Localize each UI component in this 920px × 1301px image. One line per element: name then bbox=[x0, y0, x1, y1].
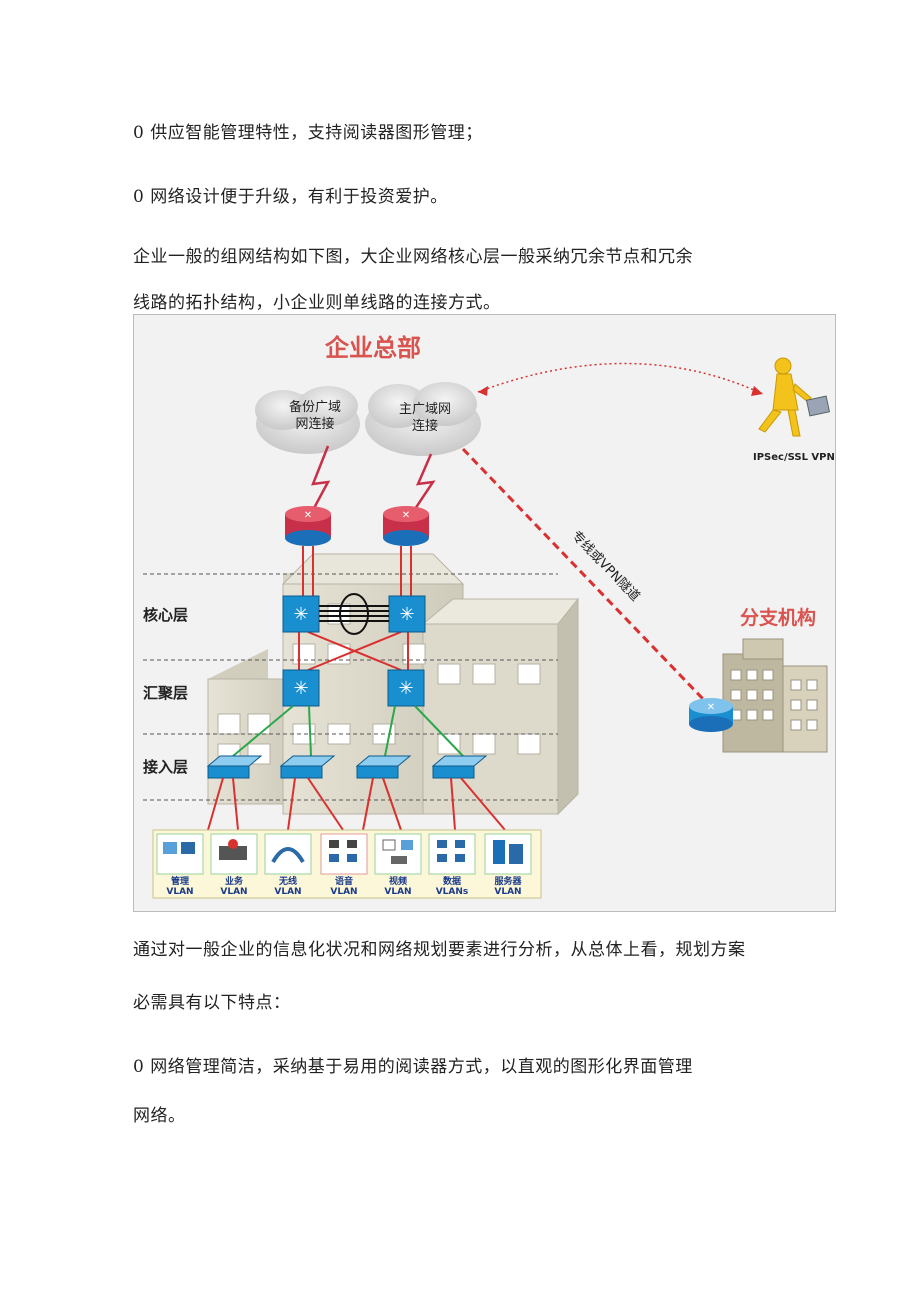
intro-paragraph-line2: 线路的拓扑结构，小企业则单线路的连接方式。 bbox=[133, 293, 501, 313]
aggregation-switch-right-icon: ✳ bbox=[387, 669, 425, 707]
main-wan-cloud-icon bbox=[365, 382, 481, 456]
vlan-mgmt-icon bbox=[156, 833, 204, 875]
remote-user-icon bbox=[758, 357, 812, 437]
intro-paragraph-line1: 企业一般的组网结构如下图，大企业网络核心层一般采纳冗余节点和冗余 bbox=[133, 247, 693, 267]
vlan-label-3-line1: 无线 bbox=[278, 875, 297, 887]
aggregation-switch-left-icon: ✳ bbox=[282, 669, 320, 707]
core-trunk-link bbox=[319, 593, 389, 635]
vlan-label-5-line1: 视频 bbox=[389, 875, 407, 887]
router-icon-right: ✕ bbox=[383, 506, 429, 546]
router-icon-left: ✕ bbox=[285, 506, 331, 546]
vlan-video-icon bbox=[374, 833, 422, 875]
hq-title: 企业总部 bbox=[325, 334, 421, 362]
vlan-label-5-line2: VLAN bbox=[384, 887, 411, 897]
network-topology-diagram: 企业总部 备份广域 网连接 主广域网 连接 ✕ ✕ bbox=[133, 314, 836, 912]
branch-title: 分支机构 bbox=[740, 606, 816, 629]
access-switch-icon-3 bbox=[355, 755, 412, 779]
bullet-simple-management-line1: 0 网络管理简洁，采纳基于易用的阅读器方式，以直观的图形化界面管理 bbox=[133, 1057, 693, 1077]
main-wan-label-2: 连接 bbox=[412, 418, 438, 434]
bullet-upgrade-design: 0 网络设计便于升级，有利于投资爱护。 bbox=[133, 187, 448, 207]
vlan-business-icon bbox=[210, 833, 258, 875]
vlan-label-1-line1: 管理 bbox=[171, 875, 189, 887]
svg-text:✳: ✳ bbox=[398, 678, 413, 699]
vlan-label-7-line1: 服务器 bbox=[494, 875, 522, 887]
branch-router-icon: ✕ bbox=[689, 698, 733, 732]
svg-text:✕: ✕ bbox=[707, 702, 715, 713]
svg-text:✳: ✳ bbox=[293, 678, 308, 699]
layer-label-access: 接入层 bbox=[143, 758, 188, 776]
analysis-paragraph-line2: 必需具有以下特点： bbox=[133, 993, 291, 1013]
vlan-wireless-icon bbox=[264, 833, 312, 875]
bullet-smart-management: 0 供应智能管理特性，支持阅读器图形管理； bbox=[133, 123, 483, 143]
access-switch-icon-4 bbox=[431, 755, 488, 779]
vlan-server-icon bbox=[484, 833, 532, 875]
backup-wan-label-2: 网连接 bbox=[295, 416, 334, 432]
vlan-data-icon bbox=[428, 833, 476, 875]
vlan-label-6-line1: 数据 bbox=[443, 875, 461, 887]
svg-text:✕: ✕ bbox=[304, 510, 312, 521]
svg-text:✳: ✳ bbox=[293, 604, 308, 625]
layer-label-core: 核心层 bbox=[143, 606, 188, 624]
tunnel-link bbox=[461, 447, 705, 701]
vlan-label-7-line2: VLAN bbox=[494, 887, 521, 897]
backup-wan-link bbox=[311, 445, 331, 511]
main-wan-label-1: 主广域网 bbox=[399, 402, 451, 417]
vlan-label-1-line2: VLAN bbox=[166, 887, 193, 897]
layer-label-aggregation: 汇聚层 bbox=[143, 684, 188, 702]
vlan-label-2-line2: VLAN bbox=[220, 887, 247, 897]
bullet-simple-management-line2: 网络。 bbox=[133, 1106, 186, 1126]
main-wan-link bbox=[411, 453, 436, 513]
vlan-label-4-line1: 语音 bbox=[335, 875, 353, 887]
access-switch-icon-1 bbox=[206, 755, 263, 779]
vlan-voice-icon bbox=[320, 833, 368, 875]
analysis-paragraph-line1: 通过对一般企业的信息化状况和网络规划要素进行分析，从总体上看，规划方案 bbox=[133, 940, 746, 960]
core-switch-right-icon: ✳ bbox=[388, 595, 426, 633]
briefcase-icon bbox=[805, 395, 831, 417]
core-switch-left-icon: ✳ bbox=[282, 595, 320, 633]
backup-wan-label-1: 备份广域 bbox=[289, 399, 341, 415]
vlan-label-4-line2: VLAN bbox=[330, 887, 357, 897]
vlan-label-3-line2: VLAN bbox=[274, 887, 301, 897]
backup-wan-cloud-icon bbox=[255, 386, 360, 454]
vlan-label-6-line2: VLANs bbox=[436, 887, 469, 897]
svg-text:✳: ✳ bbox=[399, 604, 414, 625]
vpn-label: IPSec/SSL VPN bbox=[753, 452, 835, 463]
vlan-label-2-line1: 业务 bbox=[225, 875, 244, 887]
vpn-link bbox=[477, 362, 764, 395]
svg-text:✕: ✕ bbox=[402, 510, 410, 521]
access-switch-icon-2 bbox=[279, 755, 336, 779]
